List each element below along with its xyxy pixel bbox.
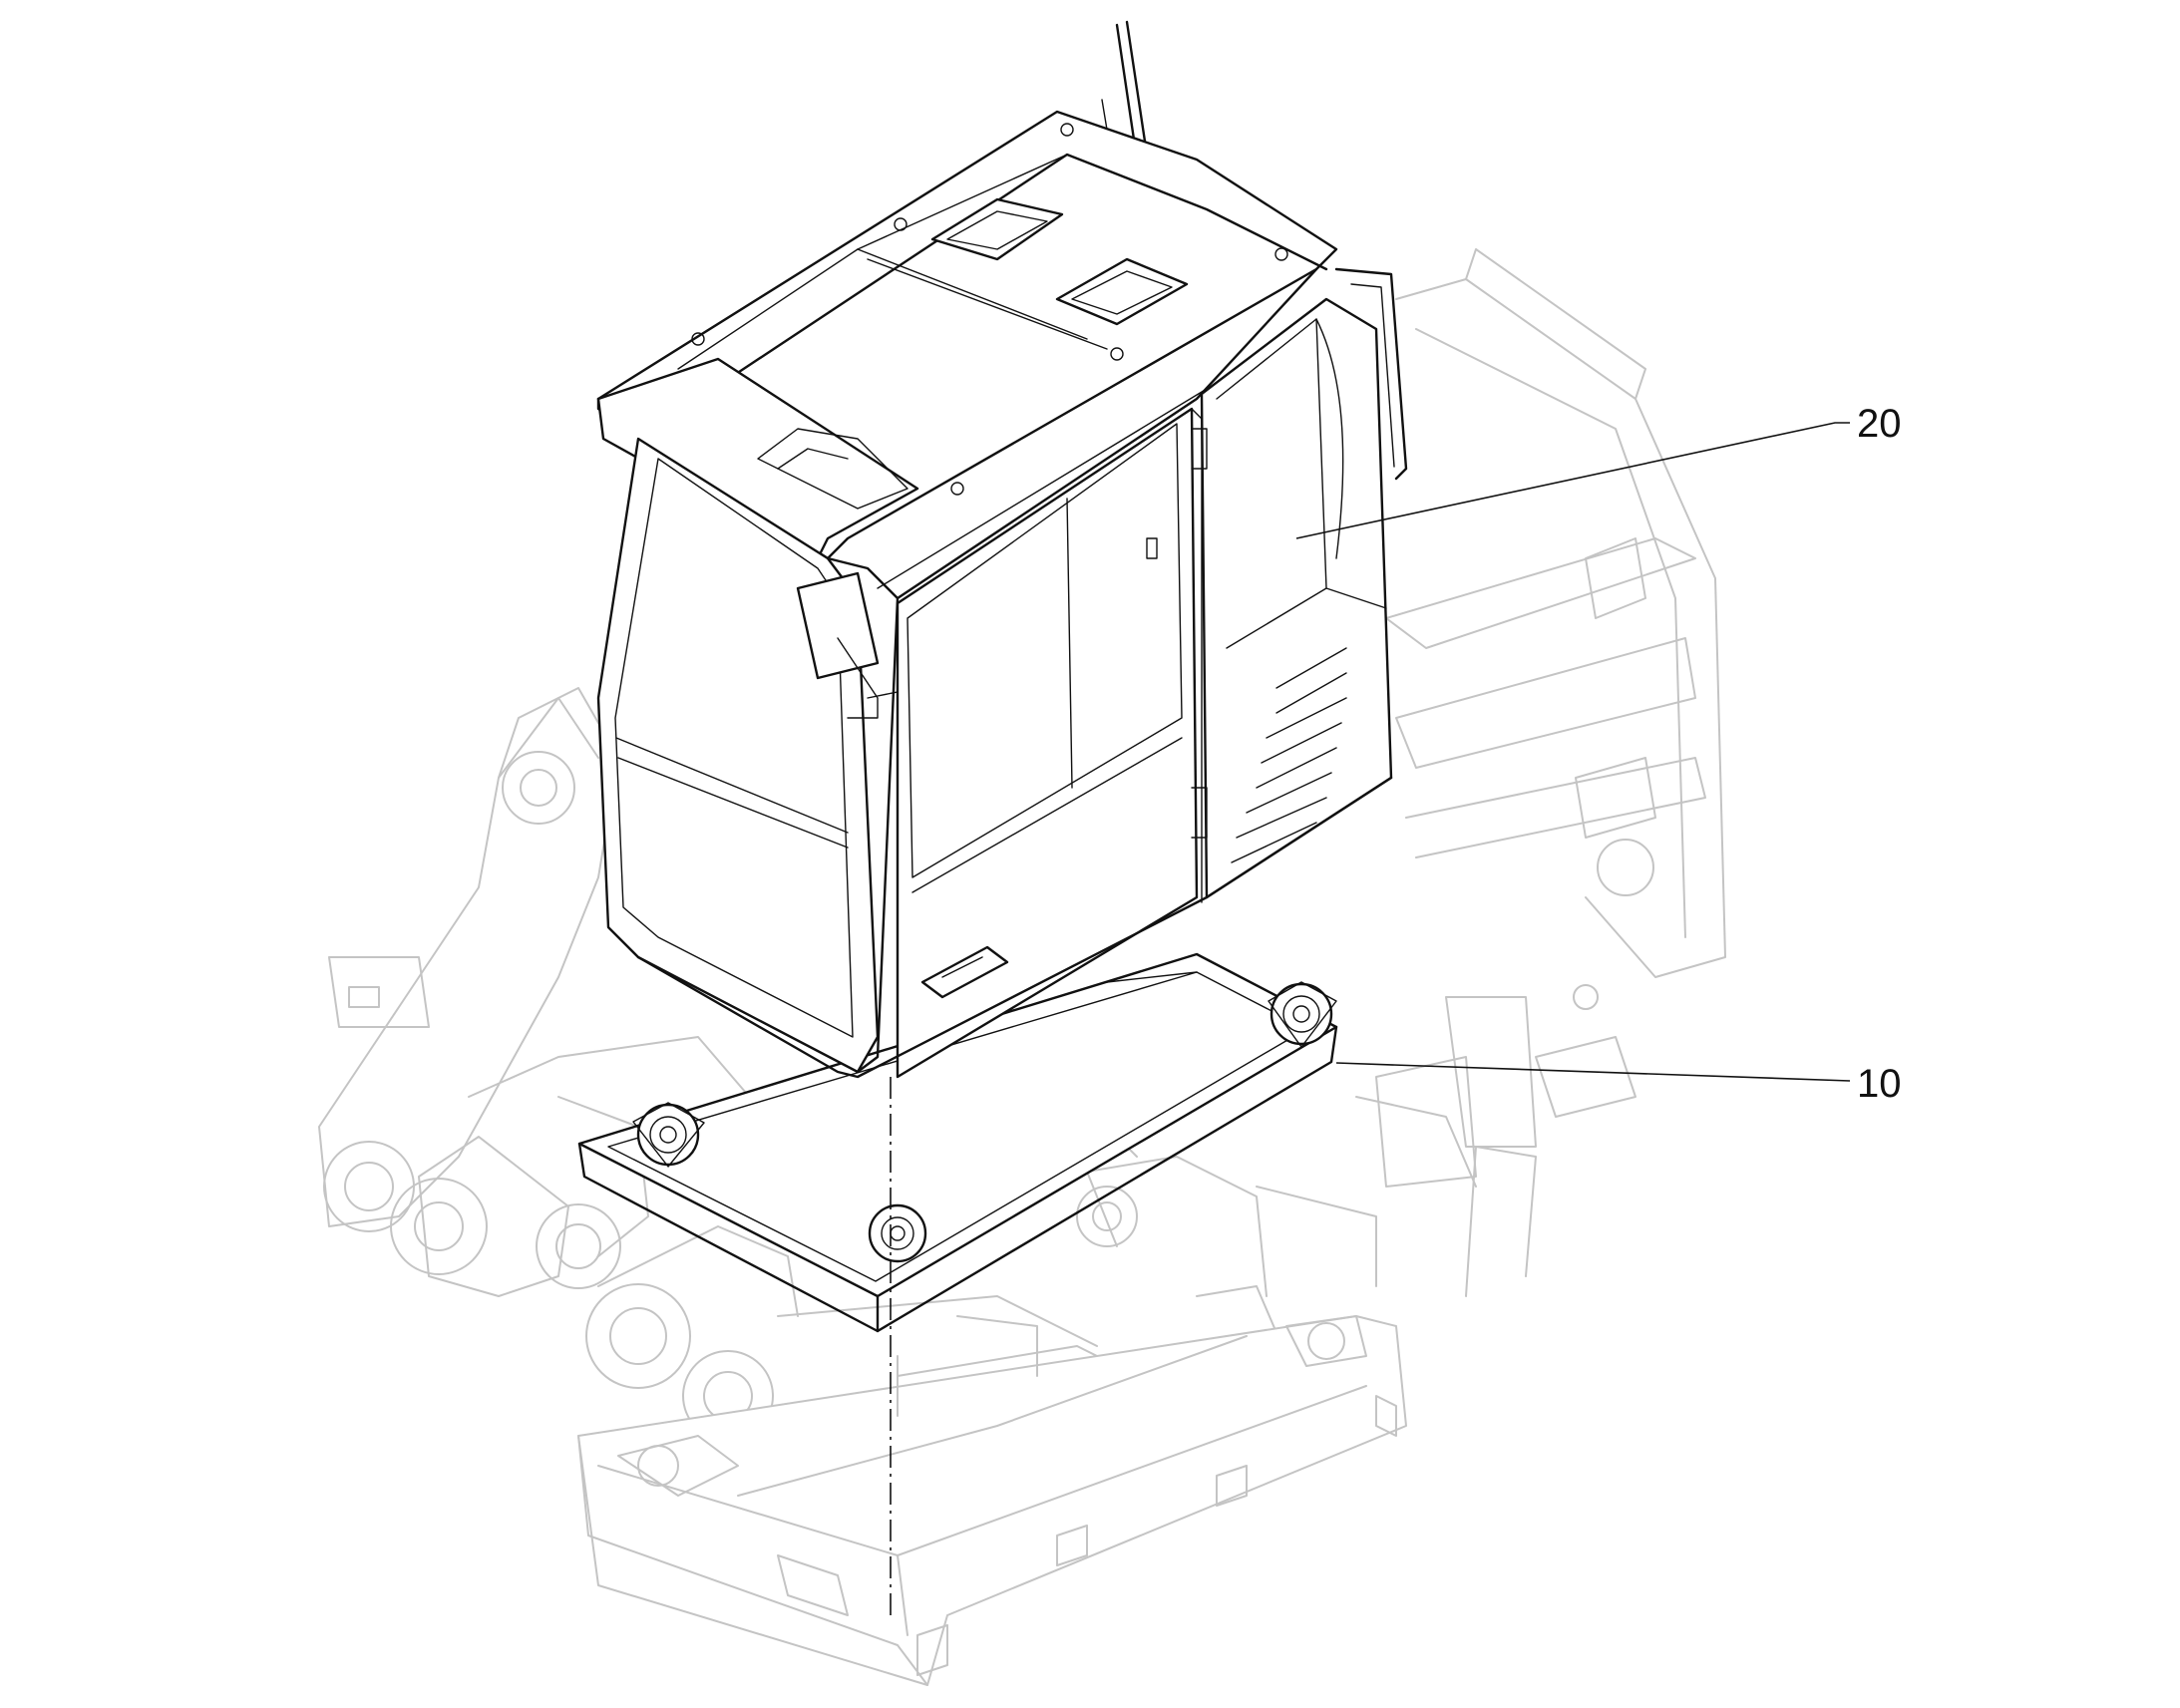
base-frame-background <box>577 1315 1407 1686</box>
operator-cab <box>596 20 1408 1079</box>
callout-10: 10 <box>1335 1062 1902 1106</box>
callout-20-label: 20 <box>1857 402 1902 446</box>
cab-mount-frame <box>577 952 1338 1333</box>
callout-20-leader <box>1295 422 1850 539</box>
callout-10-label: 10 <box>1857 1062 1902 1106</box>
callout-10-leader <box>1335 1062 1851 1082</box>
callout-20: 20 <box>1295 402 1902 539</box>
